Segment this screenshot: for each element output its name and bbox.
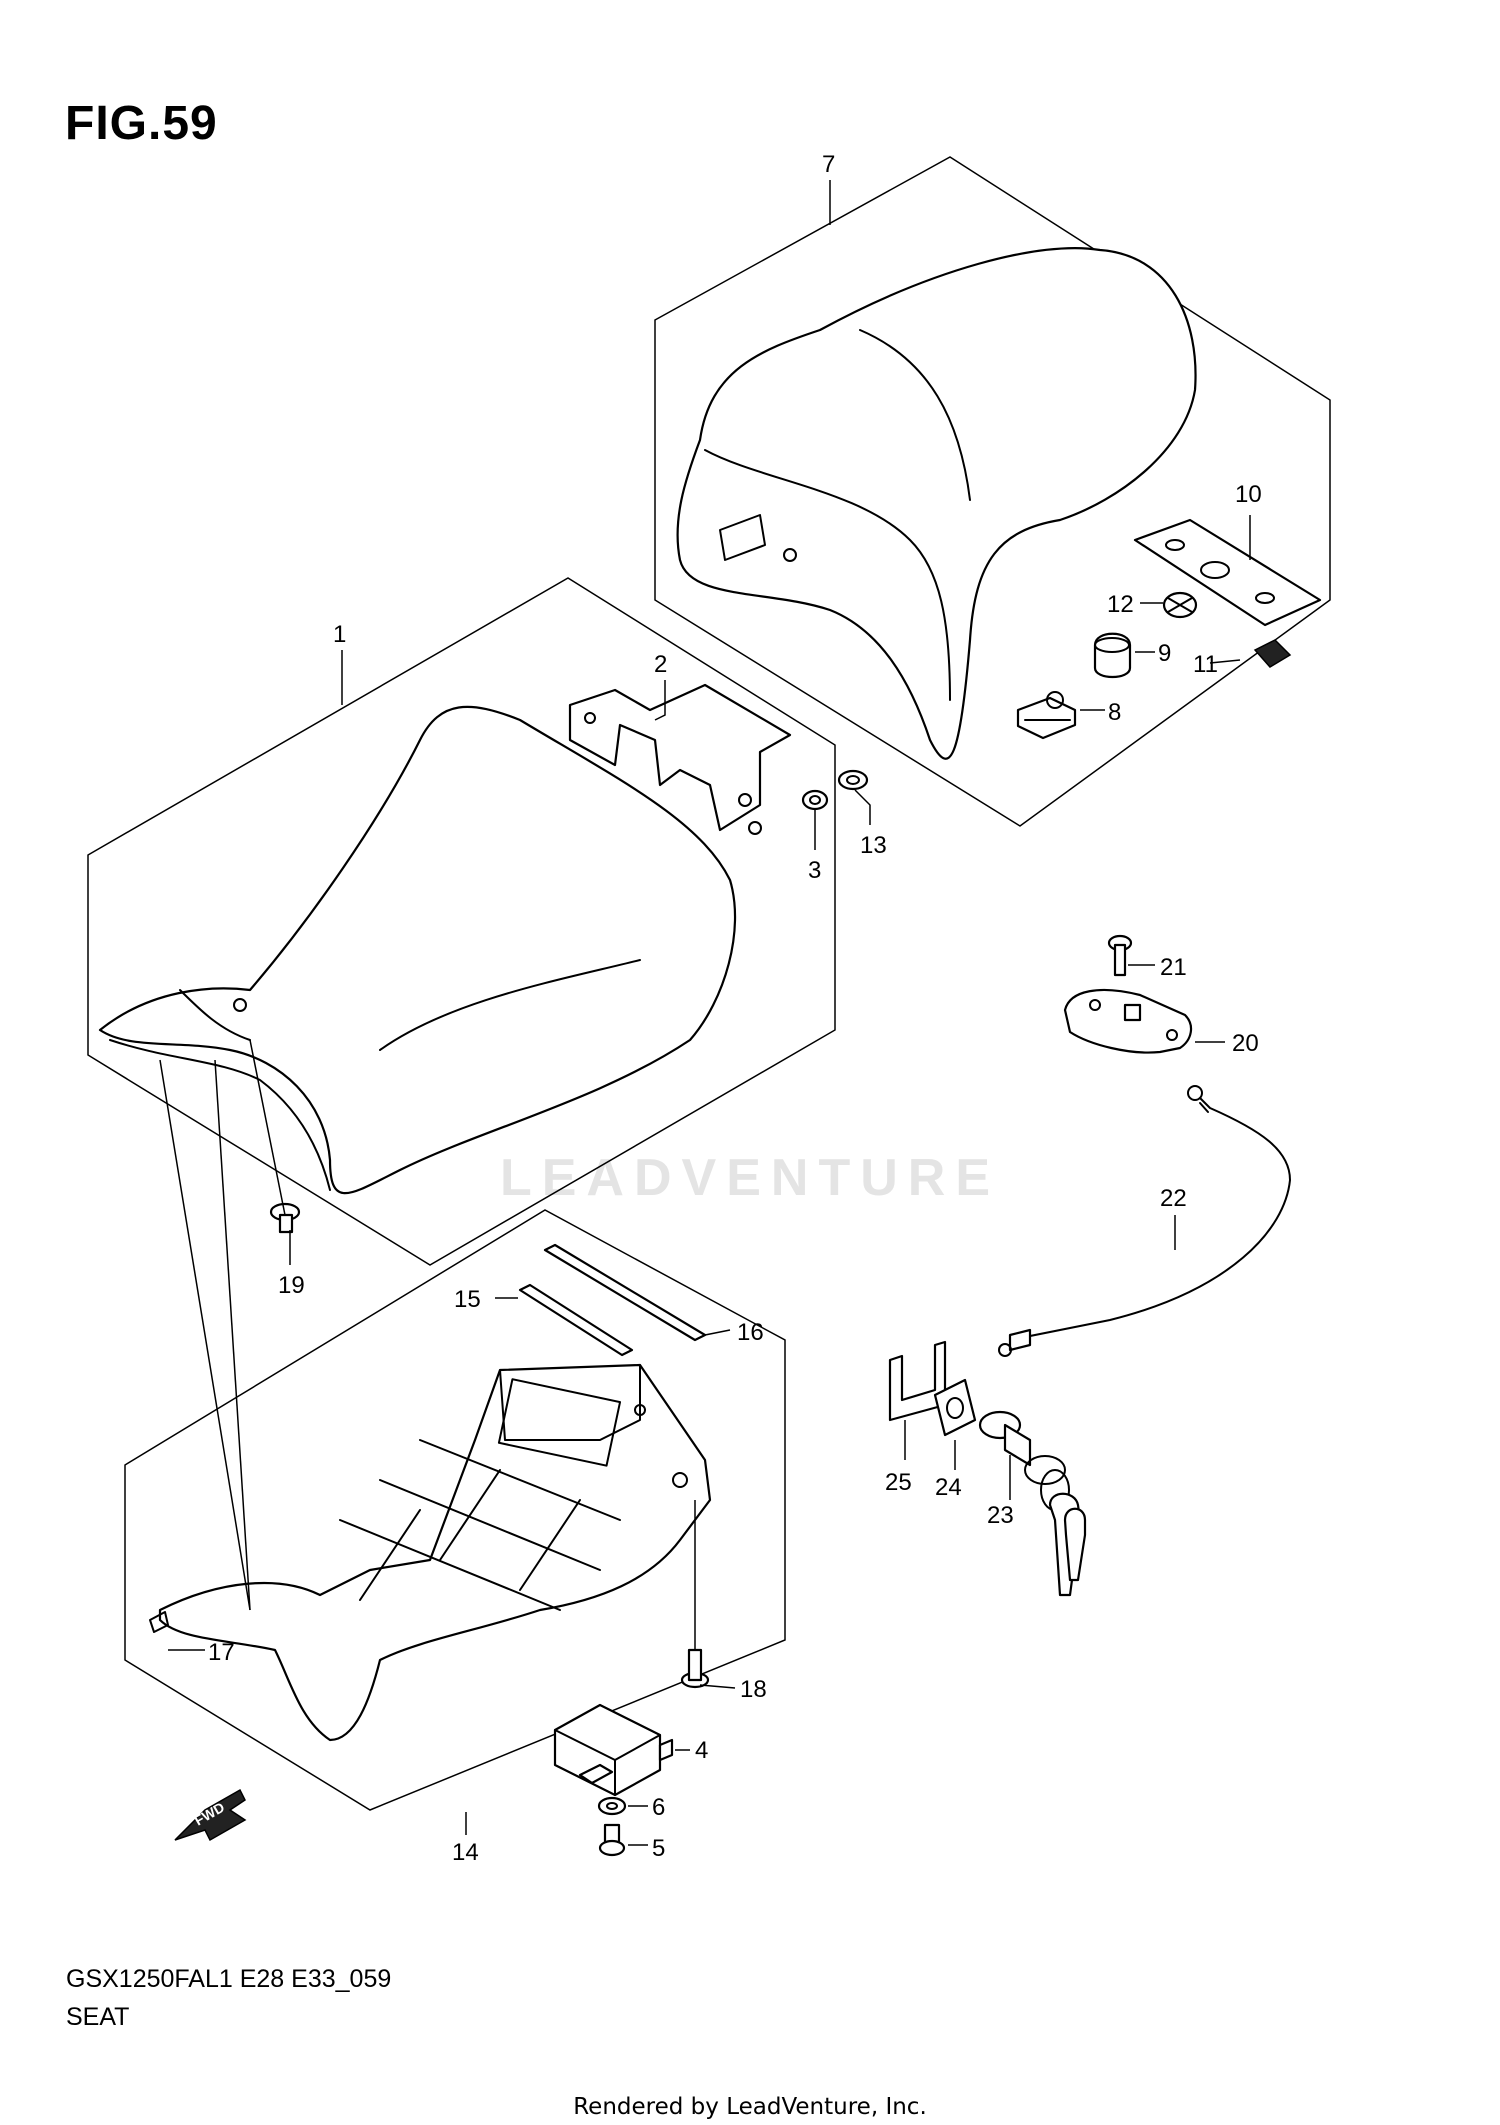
callout-8: 8	[1108, 699, 1121, 726]
callout-3: 3	[808, 857, 821, 884]
lock-screw	[1107, 934, 1133, 977]
footer-credit: Rendered by LeadVenture, Inc.	[573, 2094, 927, 2120]
callout-14: 14	[452, 1839, 479, 1866]
callout-9: 9	[1158, 640, 1171, 667]
callout-6: 6	[652, 1794, 665, 1821]
washer-6	[597, 1796, 627, 1816]
callout-7: 7	[822, 151, 835, 178]
key-cylinder	[978, 1410, 1070, 1511]
relay-box	[553, 1703, 674, 1797]
fwd-arrow-icon: FWD	[174, 1788, 247, 1842]
rubber-strip-16	[543, 1243, 707, 1342]
lock-bracket-25	[888, 1340, 947, 1422]
leader-lines	[159, 180, 1251, 1846]
front-seat	[98, 705, 737, 1195]
rear-seat-plate	[1133, 518, 1322, 627]
callout-10: 10	[1235, 481, 1262, 508]
clip-nut	[1253, 639, 1292, 668]
damper-grommet	[1162, 591, 1198, 619]
key-icon	[1048, 1492, 1087, 1597]
callout-13: 13	[860, 832, 887, 859]
tray-group-box	[124, 1209, 786, 1811]
lock-plate-24	[933, 1378, 977, 1437]
front-seat-group-box	[87, 577, 836, 1266]
washer-13	[837, 769, 869, 791]
seat-bumper	[1016, 691, 1077, 740]
seat-bolt	[269, 1202, 301, 1234]
rear-seat	[676, 247, 1197, 760]
callout-17: 17	[208, 1639, 235, 1666]
callout-23: 23	[987, 1502, 1014, 1529]
callout-11: 11	[1193, 651, 1218, 678]
callout-20: 20	[1232, 1030, 1259, 1057]
rear-seat-group-box	[654, 156, 1331, 827]
seat-bracket	[568, 683, 792, 835]
callout-4: 4	[695, 1737, 708, 1764]
watermark: LEADVENTURE	[499, 1149, 1001, 1207]
callout-25: 25	[885, 1469, 912, 1496]
callout-18: 18	[740, 1676, 767, 1703]
callout-5: 5	[652, 1835, 665, 1862]
callout-labels: 7 10 12 9 11 8 1 2 3 13 19 15 16 17 18 4…	[208, 151, 1262, 1866]
bracket-nut	[801, 789, 829, 811]
callout-15: 15	[454, 1286, 481, 1313]
seat-lock	[1063, 988, 1193, 1054]
seat-lock-cable	[998, 1085, 1291, 1357]
callout-21: 21	[1160, 954, 1187, 981]
tray-bolt	[680, 1648, 710, 1689]
section-name: SEAT	[66, 2003, 130, 2031]
rubber-strip-15	[518, 1283, 634, 1357]
callout-1: 1	[333, 621, 346, 648]
callout-24: 24	[935, 1474, 962, 1501]
callout-2: 2	[654, 651, 667, 678]
model-code: GSX1250FAL1 E28 E33_059	[66, 1965, 392, 1993]
seat-tray	[149, 1363, 712, 1742]
figure-title: FIG.59	[65, 97, 218, 150]
callout-22: 22	[1160, 1185, 1187, 1212]
relay-bolt	[598, 1823, 626, 1857]
callout-12: 12	[1107, 591, 1134, 618]
callout-19: 19	[278, 1272, 305, 1299]
callout-16: 16	[737, 1319, 764, 1346]
cushion	[1093, 632, 1132, 679]
